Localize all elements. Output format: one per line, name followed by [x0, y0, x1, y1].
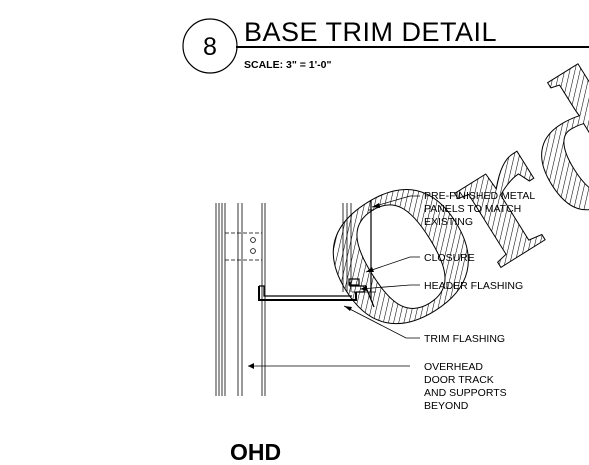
callout-prefinished: PRE-FINISHED METAL PANELS TO MATCH EXIST…: [424, 190, 535, 228]
svg-text:EXISTING: EXISTING: [424, 216, 473, 228]
watermark-text: Orde: [282, 0, 589, 384]
arrowhead-icon: [248, 363, 254, 369]
leader-lines: [343, 195, 420, 339]
callout-overhead: OVERHEAD DOOR TRACK AND SUPPORTS BEYOND: [424, 361, 507, 412]
svg-text:PRE-FINISHED METAL: PRE-FINISHED METAL: [424, 190, 535, 202]
svg-text:DOOR TRACK: DOOR TRACK: [424, 374, 494, 386]
detail-title: BASE TRIM DETAIL: [244, 17, 497, 47]
bolt-icon: [250, 248, 256, 254]
svg-text:PANELS TO MATCH: PANELS TO MATCH: [424, 203, 521, 215]
callout-trim-flashing: TRIM FLASHING: [424, 333, 505, 345]
svg-text:BEYOND: BEYOND: [424, 400, 469, 412]
svg-text:AND SUPPORTS: AND SUPPORTS: [424, 387, 507, 399]
detail-scale: SCALE: 3" = 1'-0": [244, 59, 331, 71]
callout-header-flashing: HEADER FLASHING: [424, 280, 523, 292]
bolt-icon: [250, 237, 256, 243]
detail-bubble: 8: [182, 18, 238, 74]
section-label-ohd: OHD: [230, 439, 281, 465]
callout-closure: CLOSURE: [424, 252, 475, 264]
closure-block: [348, 278, 360, 286]
svg-text:OVERHEAD: OVERHEAD: [424, 361, 483, 373]
detail-number: 8: [203, 33, 217, 61]
